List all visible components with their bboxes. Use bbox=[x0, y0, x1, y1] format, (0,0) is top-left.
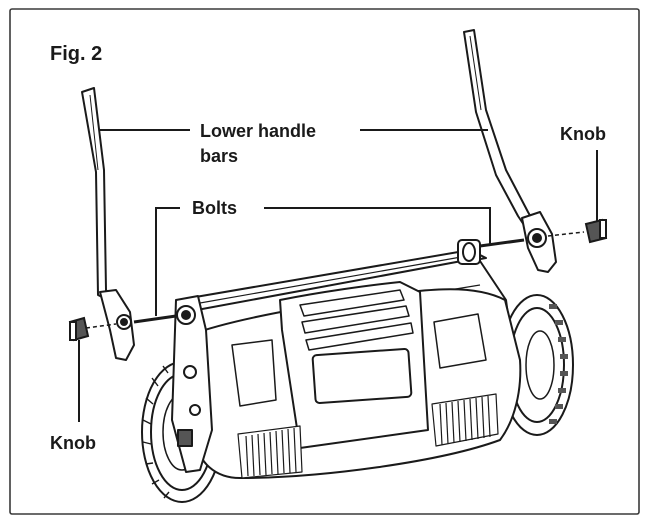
label-knob-right: Knob bbox=[560, 124, 606, 144]
label-lower-handle-bars-line1: Lower handle bbox=[200, 121, 316, 141]
label-lower-handle-bars-line2: bars bbox=[200, 146, 238, 166]
knob-right bbox=[584, 218, 608, 244]
right-lower-handle-bar bbox=[463, 29, 557, 273]
knob-left bbox=[68, 316, 90, 342]
left-side-frame bbox=[171, 295, 213, 473]
figure-title: Fig. 2 bbox=[50, 43, 102, 65]
left-lower-handle-bar bbox=[81, 87, 135, 361]
right-side-mount bbox=[457, 239, 481, 265]
right-wheel bbox=[500, 294, 574, 436]
left-grille bbox=[237, 425, 303, 479]
label-bolts: Bolts bbox=[192, 198, 237, 218]
right-grille bbox=[431, 393, 499, 447]
bolt-right bbox=[479, 231, 585, 248]
leader-lines bbox=[78, 129, 598, 422]
label-knob-left: Knob bbox=[50, 433, 96, 453]
bolt-left bbox=[85, 314, 177, 329]
mower-body bbox=[141, 239, 574, 503]
